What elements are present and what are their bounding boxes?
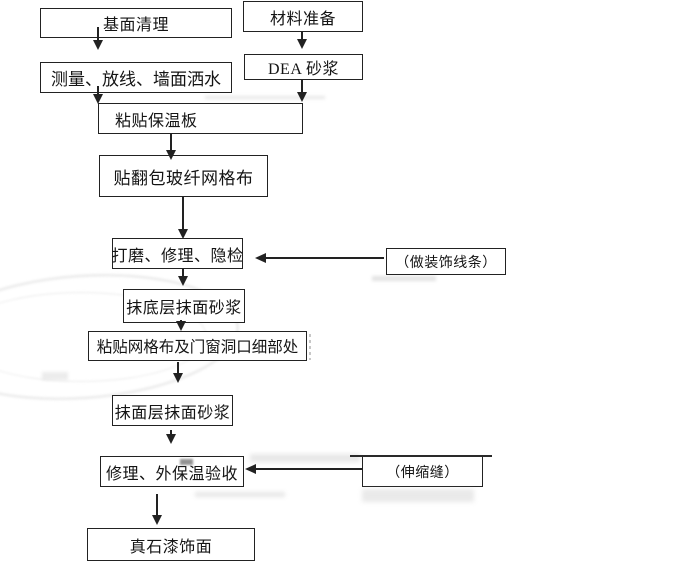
flow-node-polish-check: 打磨、修理、隐检 [112,238,243,269]
flow-node-stone-paint: 真石漆饰面 [87,528,255,561]
arrow-expansion-joint-to-repair-accept [256,468,363,470]
arrow-face-coat-to-repair-accept [170,430,172,434]
arrow-dea-mortar-to-paste-board [301,80,303,92]
flow-node-base-coat: 抹底层抹面砂浆 [123,289,245,323]
arrow-measure-layout-to-paste-board [97,86,99,94]
flow-node-expansion-joint: （伸缩缝） [362,456,483,487]
scan-smudge [42,372,68,380]
flow-node-dea-mortar: DEA 砂浆 [244,54,363,80]
arrow-wrap-mesh-to-polish-check [182,197,184,229]
flow-node-material-prep: 材料准备 [243,1,363,32]
scan-smudge [195,492,285,497]
scan-smudge [205,96,325,99]
arrow-paste-board-to-wrap-mesh [170,134,172,150]
flow-node-base-clean: 基面清理 [40,8,232,38]
scan-smudge [372,276,436,281]
scan-smudge [250,454,360,462]
flow-node-face-coat: 抹面层抹面砂浆 [112,395,233,426]
flow-node-deco-line: （做装饰线条） [386,248,506,275]
arrow-repair-accept-to-stone-paint [156,494,158,515]
box-border-overshoot-line [350,455,492,457]
arrow-deco-line-to-polish-check [266,257,384,259]
arrow-base-clean-to-measure-layout [97,27,99,40]
flow-node-measure-layout: 测量、放线、墙面洒水 [40,62,232,93]
flow-node-mesh-detail: 粘贴网格布及门窗洞口细部处 [88,331,307,361]
arrow-polish-check-to-base-coat [182,269,184,276]
flow-node-wrap-mesh: 贴翻包玻纤网格布 [99,155,268,197]
arrow-material-prep-to-dea-mortar [301,32,303,39]
scan-smudge [362,489,474,502]
flow-node-repair-accept: 修理、外保温验收 [100,456,244,487]
arrow-base-coat-to-mesh-detail [180,320,182,321]
flow-node-paste-board: 粘贴保温板 [98,103,303,134]
arrow-mesh-detail-to-face-coat [177,362,179,373]
scan-smudge [309,334,311,360]
